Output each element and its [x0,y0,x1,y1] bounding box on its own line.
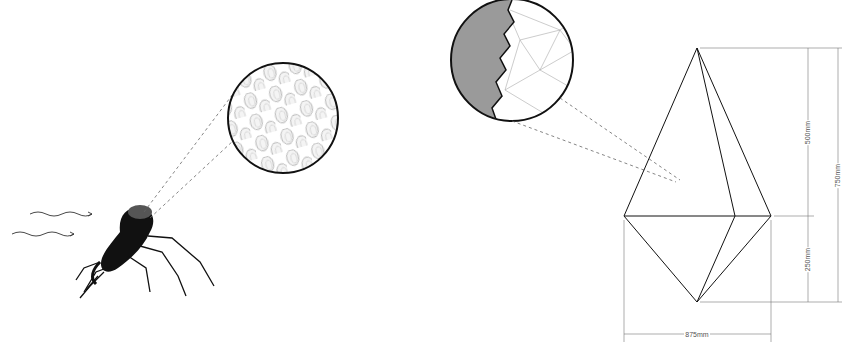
dimension-lines [624,48,842,342]
material-section [450,0,575,125]
air-flow [12,212,92,236]
zoom-lines [144,90,236,218]
bipyramid [624,48,771,302]
zoom-circle [451,0,573,121]
dimension-label: 500mm [805,119,812,144]
zoom-lines [512,98,680,182]
surface-texture [228,63,338,173]
dimension-label: 875mm [684,331,709,338]
beetle [76,205,214,298]
dimension-label: 250mm [805,246,812,271]
dimension-label: 750mm [835,162,842,187]
zoom-circle [228,63,338,173]
